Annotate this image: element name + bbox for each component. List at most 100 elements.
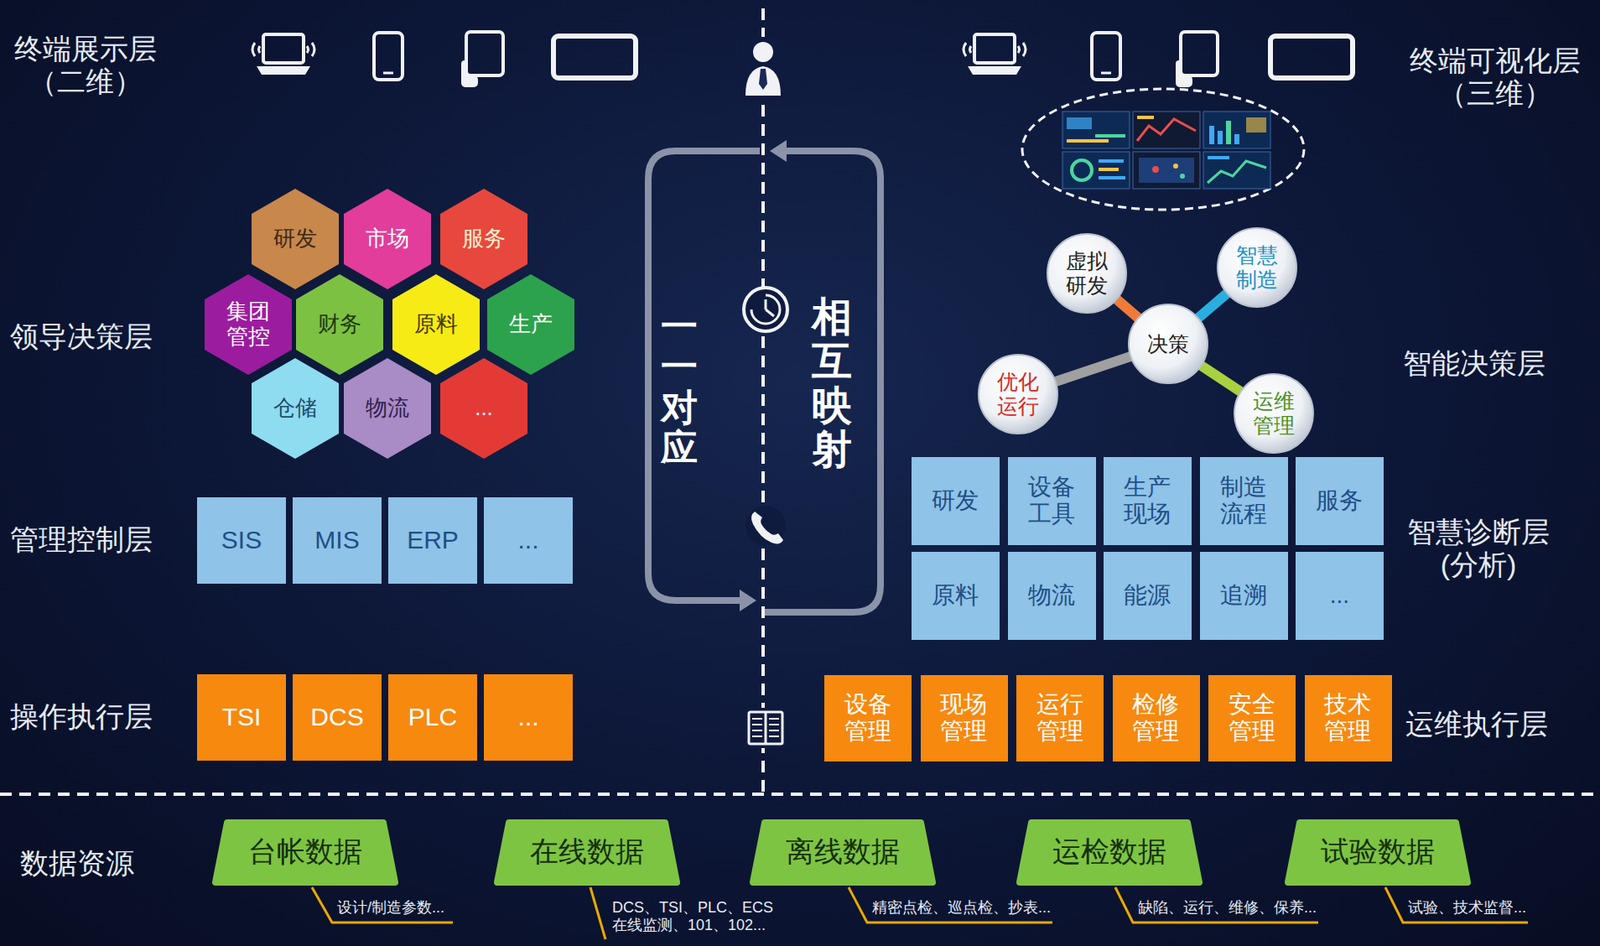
bubble-outline [1217, 228, 1297, 307]
node-text: SIS [221, 525, 262, 556]
control-box: DCS [292, 674, 382, 761]
node-text: 原料 [410, 311, 462, 338]
system-box: ERP [388, 497, 478, 584]
terminal-icons [252, 31, 1353, 88]
data-tag: 离线数据 [749, 819, 936, 886]
leader-lines [311, 887, 1528, 940]
node-text: 集团管控 [223, 299, 274, 350]
bubble-outline [1234, 374, 1314, 453]
hex-tile: 生产 [487, 274, 575, 375]
node-text: ... [1312, 581, 1367, 609]
system-box: ... [483, 497, 573, 584]
bubble-outline [1047, 233, 1127, 313]
diagnosis-box: 研发 [911, 457, 1000, 546]
layer-label: 终端展示层 （二维） [10, 32, 162, 99]
node-text: 追溯 [1216, 581, 1271, 609]
book-icon [744, 707, 787, 749]
dashboard-screens [1022, 88, 1304, 210]
hex-outline [440, 358, 528, 459]
node-text: 物流 [1024, 581, 1079, 609]
layer-label: 运维执行层 [1405, 707, 1549, 741]
node-text: 生产 [505, 311, 556, 338]
tag-outline [753, 822, 933, 883]
hex-tile: 市场 [343, 188, 432, 290]
node-text: 优化运行 [993, 369, 1043, 419]
loop-arrows [648, 140, 881, 613]
branch-connector [1116, 298, 1139, 319]
node-text: 仓储 [270, 395, 321, 421]
layer-label: 操作执行层 [10, 700, 153, 733]
hex-tile: 物流 [343, 358, 432, 459]
hex-tile: 服务 [440, 188, 528, 290]
diagnosis-box: 物流 [1007, 551, 1097, 640]
node-text: DCS [310, 702, 364, 733]
node-text: 财务 [314, 311, 365, 338]
hex-tile: ... [440, 358, 528, 459]
node-text: 市场 [362, 226, 413, 252]
hex-tile: 集团管控 [204, 274, 292, 375]
hex-tile: 财务 [296, 274, 384, 375]
decision-bubble: 智慧制造 [1216, 227, 1298, 308]
hex-outline [487, 274, 575, 375]
diagnosis-box: 设备工具 [1007, 457, 1097, 546]
hex-outline [343, 188, 432, 290]
hex-tile: 原料 [392, 274, 480, 375]
node-text: 技术管理 [1320, 690, 1375, 745]
node-text: 离线数据 [785, 835, 900, 868]
layer-label: 领导决策层 [10, 320, 153, 354]
node-text: 现场管理 [936, 690, 991, 745]
control-box: PLC [388, 674, 478, 761]
diagnosis-box: 服务 [1295, 457, 1384, 546]
layer-label: 智慧诊断层 (分析) [1402, 515, 1554, 582]
divider-line [761, 8, 765, 795]
phone-icon [745, 505, 786, 546]
hex-outline [440, 188, 528, 290]
hex-tile: 仓储 [251, 358, 339, 459]
maintenance-box: 安全管理 [1208, 675, 1296, 762]
node-text: 研发 [270, 226, 321, 252]
hex-outline [251, 188, 339, 290]
diagnosis-box: 追溯 [1200, 551, 1289, 640]
divider-line [0, 792, 1600, 796]
data-tag: 在线数据 [493, 819, 681, 886]
node-text: 能源 [1120, 581, 1175, 609]
layer-label: 终端可视化层 （三维） [1405, 44, 1585, 110]
hex-outline [204, 274, 292, 375]
node-text: PLC [408, 702, 458, 733]
tag-outline [1288, 822, 1468, 883]
system-box: SIS [197, 497, 286, 584]
branch-connector [1054, 356, 1133, 383]
node-text: 运行管理 [1033, 690, 1087, 745]
node-text: 原料 [928, 581, 982, 609]
data-tag: 运检数据 [1016, 819, 1203, 886]
branch-connector [1200, 364, 1242, 392]
system-box: MIS [292, 497, 382, 584]
tag-outline [497, 822, 677, 883]
hex-outline [392, 274, 480, 375]
node-text: 运维管理 [1249, 389, 1299, 438]
data-note: DCS、TSI、PLC、ECS 在线监测、101、102... [612, 898, 789, 934]
node-text: 决策 [1143, 332, 1193, 357]
diagnosis-box: 制造流程 [1200, 457, 1289, 546]
data-tag: 台帐数据 [212, 819, 399, 886]
diagnosis-box: ... [1295, 551, 1384, 640]
node-text: 虚拟研发 [1062, 249, 1112, 298]
hex-tile: 研发 [251, 188, 339, 290]
layer-label: 管理控制层 [10, 523, 153, 556]
node-text: 服务 [1312, 487, 1367, 515]
branch-connector [1197, 292, 1228, 319]
maintenance-box: 检修管理 [1112, 675, 1200, 762]
decision-bubble: 虚拟研发 [1046, 233, 1128, 314]
data-tag: 试验数据 [1284, 819, 1471, 886]
hex-outline [343, 358, 432, 459]
tag-outline [1019, 822, 1200, 883]
diagnosis-box: 生产现场 [1103, 457, 1192, 546]
node-text: 制造流程 [1216, 473, 1271, 528]
hex-outline [251, 358, 339, 459]
relation-label: 相互映射 [811, 295, 852, 473]
tag-outline [215, 822, 395, 883]
layer-label: 数据资源 [20, 846, 135, 880]
node-text: 检修管理 [1128, 690, 1183, 745]
data-note: 试验、技术监督... [1407, 898, 1527, 917]
node-text: ERP [406, 525, 459, 556]
